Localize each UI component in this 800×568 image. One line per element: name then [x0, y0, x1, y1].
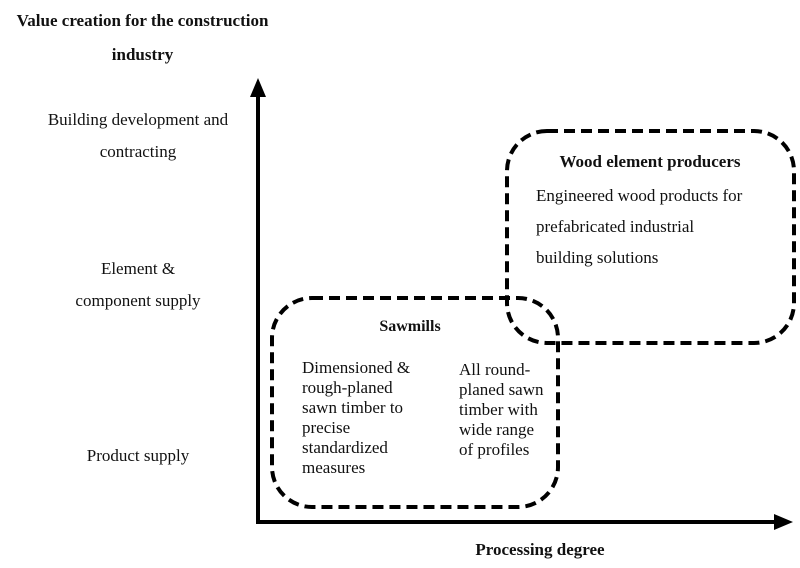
column-line: wide range — [459, 420, 535, 439]
y-level-line: component supply — [75, 291, 201, 310]
column-line: timber with — [459, 400, 538, 419]
column-line: standardized — [302, 438, 388, 457]
wood-element-producers-box — [505, 129, 796, 345]
description-line: Engineered wood products for — [536, 186, 743, 205]
y-axis-title-line: Value creation for the construction — [16, 11, 269, 30]
x-axis-title: Processing degree — [475, 540, 605, 559]
sawmills-title: Sawmills — [379, 318, 441, 335]
column-line: sawn timber to — [302, 398, 404, 417]
sawmills-box — [270, 296, 560, 509]
column-line: planed sawn — [459, 380, 544, 399]
description-line: building solutions — [536, 248, 659, 267]
x-axis-arrowhead — [774, 514, 793, 530]
column-line: All round- — [459, 360, 531, 379]
y-level-line: Building development and — [47, 110, 229, 129]
y-level-line: Product supply — [86, 446, 190, 465]
sawmills-right-column: All round- planed sawn timber with wide … — [459, 360, 559, 460]
column-line: of profiles — [459, 440, 530, 459]
column-line: precise — [302, 418, 351, 437]
column-line: Dimensioned & — [302, 358, 411, 377]
y-level-line: Element & — [100, 259, 176, 278]
column-line: rough-planed — [302, 378, 393, 397]
column-line: measures — [302, 458, 366, 477]
wood-element-producers-description: Engineered wood products for prefabricat… — [536, 180, 786, 273]
y-axis-title: Value creation for the construction indu… — [0, 4, 285, 72]
sawmills-left-column: Dimensioned & rough-planed sawn timber t… — [302, 358, 452, 478]
y-level-building-development: Building development and contracting — [20, 104, 256, 168]
y-axis-arrowhead — [250, 78, 266, 97]
y-level-product-supply: Product supply — [20, 440, 256, 472]
y-level-element-component-supply: Element & component supply — [20, 253, 256, 317]
y-level-line: contracting — [99, 142, 177, 161]
wood-element-producers-title: Wood element producers — [559, 152, 741, 171]
description-line: prefabricated industrial — [536, 217, 695, 236]
y-axis-title-line: industry — [111, 45, 174, 64]
